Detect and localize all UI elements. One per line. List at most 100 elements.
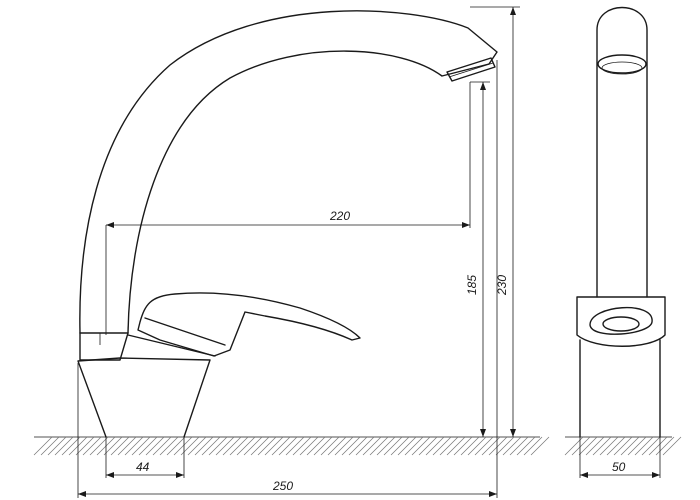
hatch-stroke [61,436,81,456]
hatch-stroke [40,436,60,456]
hatch-stroke [229,436,249,456]
hatch-stroke [453,436,473,456]
spout-outline [79,10,498,334]
hatch-stroke [467,436,487,456]
countertop-front [564,436,682,456]
lever-handle [127,292,361,357]
lever-front [576,296,666,347]
hatch-stroke [585,436,605,456]
lever-front-cap [589,306,653,335]
hatch-stroke [222,436,242,456]
hatch-stroke [236,436,256,456]
hatch-stroke [592,436,612,456]
hatch-stroke [509,436,529,456]
hatch-stroke [502,436,522,456]
hatch-stroke [341,436,361,456]
hatch-stroke [523,436,543,456]
hatch-stroke [173,436,193,456]
hatching-side [33,436,550,456]
hatch-stroke [194,436,214,456]
front-view [564,6,682,456]
hatch-stroke [334,436,354,456]
hatch-stroke [439,436,459,456]
side-view [33,10,550,456]
hatch-stroke [418,436,438,456]
hatch-stroke [47,436,67,456]
hatch-stroke [89,436,109,456]
hatch-stroke [634,436,654,456]
hatch-stroke [390,436,410,456]
hatch-stroke [446,436,466,456]
hatch-stroke [620,436,640,456]
dim-overall-length: 250 [272,479,293,493]
hatch-stroke [425,436,445,456]
hatch-stroke [641,436,661,456]
hatch-stroke [495,436,515,456]
dim-overall-height: 230 [495,275,509,296]
aerator-front [597,54,647,75]
hatch-stroke [327,436,347,456]
hatch-stroke [362,436,382,456]
hatch-stroke [278,436,298,456]
hatch-stroke [82,436,102,456]
hatch-stroke [54,436,74,456]
hatch-stroke [376,436,396,456]
hatch-stroke [613,436,633,456]
hatch-stroke [201,436,221,456]
lever-indicator [602,316,640,332]
hatch-stroke [662,436,682,456]
hatch-stroke [397,436,417,456]
hatch-stroke [606,436,626,456]
hatch-stroke [369,436,389,456]
hatch-stroke [117,436,137,456]
hatch-stroke [138,436,158,456]
hatch-stroke [383,436,403,456]
countertop-side [33,436,550,456]
dim-spout-reach: 220 [329,209,350,223]
hatch-stroke [243,436,263,456]
hatch-stroke [250,436,270,456]
hatch-stroke [578,436,598,456]
spout-front [596,6,648,298]
hatch-stroke [355,436,375,456]
hatch-stroke [187,436,207,456]
hatch-stroke [215,436,235,456]
hatch-stroke [313,436,333,456]
hatch-stroke [152,436,172,456]
hatch-stroke [159,436,179,456]
dim-base-side: 44 [136,460,150,474]
hatch-stroke [599,436,619,456]
hatch-stroke [257,436,277,456]
spout-collar [79,332,129,361]
hatch-stroke [530,436,550,456]
hatch-stroke [110,436,130,456]
dimension-lines: 220 185 230 44 250 50 [77,6,661,498]
hatch-stroke [131,436,151,456]
hatch-stroke [648,436,668,456]
hatch-stroke [404,436,424,456]
dim-outlet-height: 185 [465,275,479,295]
hatching-front [564,436,682,456]
hatch-stroke [320,436,340,456]
hatch-stroke [103,436,123,456]
hatch-stroke [145,436,165,456]
hatch-stroke [271,436,291,456]
tap-body-front [579,339,661,438]
hatch-stroke [306,436,326,456]
hatch-stroke [460,436,480,456]
hatch-stroke [264,436,284,456]
hatch-stroke [75,436,95,456]
hatch-stroke [627,436,647,456]
hatch-stroke [166,436,186,456]
hatch-stroke [348,436,368,456]
hatch-stroke [655,436,675,456]
hatch-stroke [299,436,319,456]
tap-body-side [77,357,211,438]
dim-base-front: 50 [612,460,626,474]
hatch-stroke [516,436,536,456]
hatch-stroke [208,436,228,456]
hatch-stroke [33,436,53,456]
hatch-stroke [432,436,452,456]
hatch-stroke [124,436,144,456]
